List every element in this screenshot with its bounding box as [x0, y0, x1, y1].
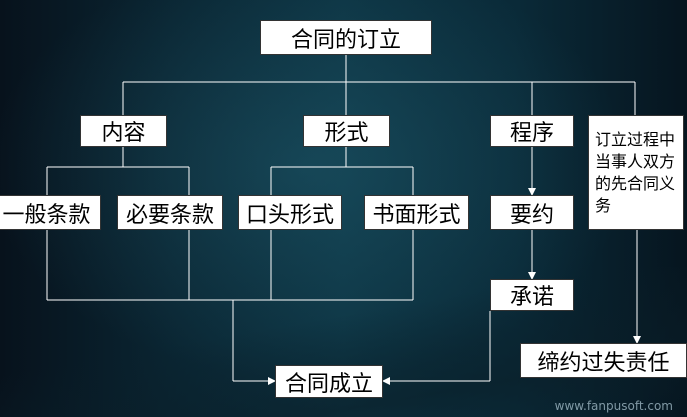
node-general-terms: 一般条款 [0, 195, 101, 230]
node-culpa-liability: 缔约过失责任 [520, 343, 687, 378]
node-written-form: 书面形式 [364, 195, 469, 230]
node-contract-formation: 合同成立 [275, 365, 383, 398]
watermark: www.fanpusoft.com [554, 399, 673, 413]
node-form: 形式 [303, 115, 390, 147]
node-oral-form: 口头形式 [238, 195, 342, 230]
node-acceptance: 承诺 [490, 279, 574, 311]
node-content: 内容 [80, 115, 167, 147]
node-essential-terms: 必要条款 [117, 195, 223, 230]
node-offer: 要约 [490, 195, 574, 230]
node-precontract-duty: 订立过程中当事人双方的先合同义务 [588, 115, 684, 230]
node-procedure: 程序 [490, 115, 574, 147]
node-contract-conclusion: 合同的订立 [260, 20, 432, 55]
